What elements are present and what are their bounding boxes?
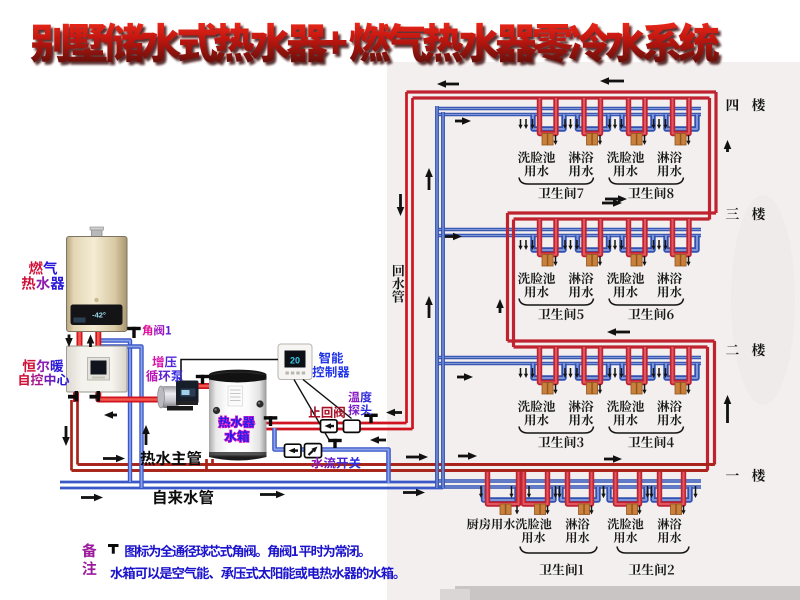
- svg-text:20: 20: [290, 356, 300, 366]
- svg-text:-42°: -42°: [92, 311, 106, 320]
